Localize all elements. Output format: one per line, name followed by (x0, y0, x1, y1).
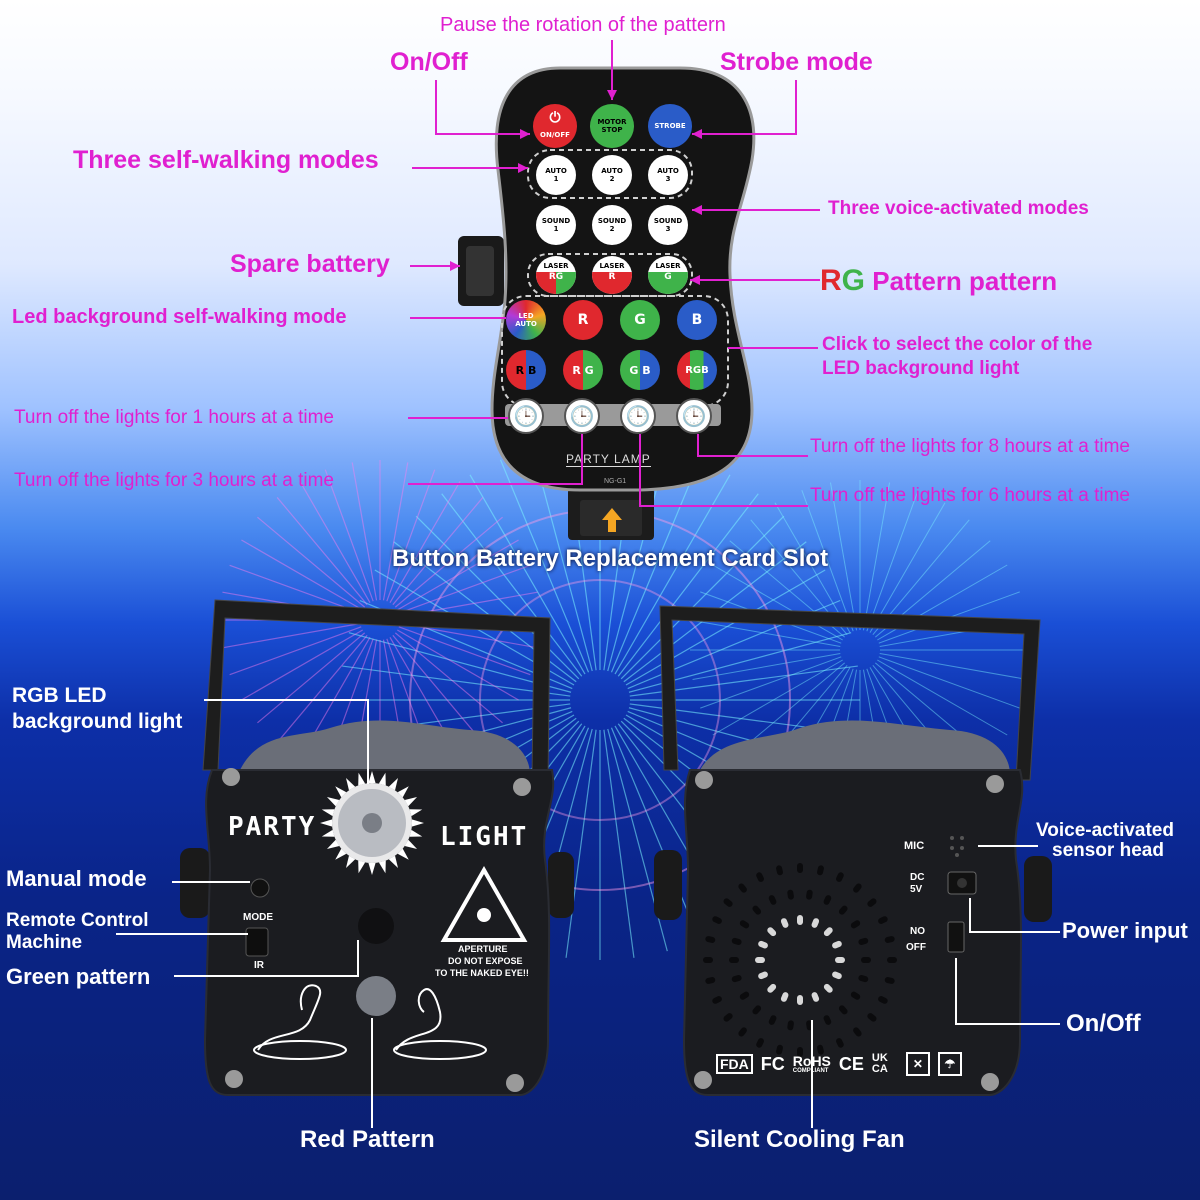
device-front-ir-label: IR (254, 960, 264, 971)
remote-color-b-button[interactable]: B (677, 300, 717, 340)
remote-laser-g-button[interactable]: LASER G (648, 256, 688, 294)
remote-laser-r-button[interactable]: LASER R (592, 256, 632, 294)
device-back-dc-v: 5V (910, 884, 923, 895)
label-remote-control-1: Remote Control (6, 910, 149, 931)
label-red-pattern: Red Pattern (300, 1126, 435, 1153)
label-rgb-led-2: background light (12, 710, 183, 733)
label-voice-sensor-2: sensor head (1052, 840, 1164, 861)
clock-icon: 🕒 (513, 404, 539, 428)
rg-logo: RG (820, 264, 865, 297)
power-icon: ⏻ (549, 110, 561, 126)
device-back-dc: DC (910, 872, 925, 883)
umbrella-icon: ☂ (937, 1052, 962, 1076)
remote-timer-1h-button[interactable]: 🕒 (508, 398, 544, 434)
label-on-off-device: On/Off (1066, 1010, 1141, 1037)
remote-strobe-button[interactable]: STROBE (648, 104, 692, 148)
label-voice-sensor-1: Voice-activated (1036, 820, 1174, 841)
remote-led-auto-button[interactable]: LED AUTO (506, 300, 546, 340)
remote-auto-2-button[interactable]: AUTO 2 (592, 155, 632, 195)
weee-bin-icon: ✕ (905, 1052, 930, 1076)
label-manual-mode: Manual mode (6, 866, 147, 891)
fda-mark: FDA (716, 1054, 753, 1074)
label-remote-control-2: Machine (6, 932, 83, 953)
device-front-mode-label: MODE (243, 912, 273, 923)
clock-icon: 🕒 (569, 404, 595, 428)
label-silent-fan: Silent Cooling Fan (694, 1126, 905, 1153)
laser-warning-icon (440, 865, 528, 942)
label-power-input: Power input (1062, 918, 1188, 943)
remote-brand: PARTY LAMP (566, 452, 651, 467)
label-led-background-mode: Led background self-walking mode (12, 306, 347, 328)
seal-icon (253, 984, 347, 1060)
rohs-mark: RoHS COMPLIANT (792, 1053, 831, 1074)
seal-icon (393, 988, 487, 1060)
label-battery-slot: Button Battery Replacement Card Slot (392, 545, 829, 572)
warning-text-2: DO NOT EXPOSE (448, 956, 523, 966)
warning-text-3: TO THE NAKED EYE!! (435, 968, 529, 978)
device-back-mic: MIC (904, 840, 925, 852)
label-off-1h: Turn off the lights for 1 hours at a tim… (14, 407, 334, 428)
device-back-off: OFF (906, 942, 926, 953)
remote-timer-8h-button[interactable]: 🕒 (676, 398, 712, 434)
label-strobe-mode: Strobe mode (720, 48, 873, 76)
fcc-mark: FC (760, 1053, 785, 1074)
remote-sound-1-button[interactable]: SOUND 1 (536, 205, 576, 245)
clock-icon: 🕒 (681, 404, 707, 428)
label-off-8h: Turn off the lights for 8 hours at a tim… (810, 436, 1130, 457)
label-rg-pattern: RG Pattern pattern (820, 264, 1058, 297)
label-click-select-2: LED background light (822, 358, 1020, 379)
label-off-3h: Turn off the lights for 3 hours at a tim… (14, 470, 334, 491)
remote-mix-gb-button[interactable]: G B (620, 350, 660, 390)
ce-mark: CE (838, 1053, 864, 1074)
remote-color-r-button[interactable]: R (563, 300, 603, 340)
remote-timer-3h-button[interactable]: 🕒 (564, 398, 600, 434)
warning-text-1: APERTURE (458, 944, 508, 954)
label-off-6h: Turn off the lights for 6 hours at a tim… (810, 485, 1130, 506)
remote-auto-3-button[interactable]: AUTO 3 (648, 155, 688, 195)
remote-motor-stop-button[interactable]: MOTOR STOP (590, 104, 634, 148)
remote-timer-6h-button[interactable]: 🕒 (620, 398, 656, 434)
device-front-title-right: LIGHT (440, 822, 529, 852)
remote-sound-2-button[interactable]: SOUND 2 (592, 205, 632, 245)
remote-mix-rb-button[interactable]: R B (506, 350, 546, 390)
cooling-fan-vent-icon (703, 863, 897, 1057)
remote-color-g-button[interactable]: G (620, 300, 660, 340)
label-on-off-top: On/Off (390, 48, 468, 76)
label-click-select-1: Click to select the color of the (822, 334, 1093, 355)
callout-lines (408, 40, 820, 507)
label-green-pattern: Green pattern (6, 964, 151, 989)
remote-mix-rg-button[interactable]: R G (563, 350, 603, 390)
remote-laser-rg-button[interactable]: LASER RG (536, 256, 576, 294)
label-self-walking-modes: Three self-walking modes (73, 146, 379, 174)
ukca-mark: UK CA (871, 1052, 888, 1075)
remote-auto-1-button[interactable]: AUTO 1 (536, 155, 576, 195)
clock-icon: 🕒 (625, 404, 651, 428)
remote-model: NG-G1 (604, 478, 627, 485)
label-rgb-led-1: RGB LED (12, 684, 107, 707)
label-spare-battery: Spare battery (230, 250, 390, 278)
device-front-title-left: PARTY (228, 812, 317, 842)
remote-mix-rgb-button[interactable]: RGB (677, 350, 717, 390)
certification-marks: FDA FC RoHS COMPLIANT CE UK CA ✕ ☂ (716, 1052, 962, 1076)
device-back-no: NO (910, 926, 925, 937)
arrow-up-icon (602, 508, 622, 532)
label-pause-rotation: Pause the rotation of the pattern (440, 14, 726, 36)
remote-power-button[interactable]: ⏻ ON/OFF (533, 104, 577, 148)
remote-sound-3-button[interactable]: SOUND 3 (648, 205, 688, 245)
label-voice-modes: Three voice-activated modes (828, 198, 1089, 219)
